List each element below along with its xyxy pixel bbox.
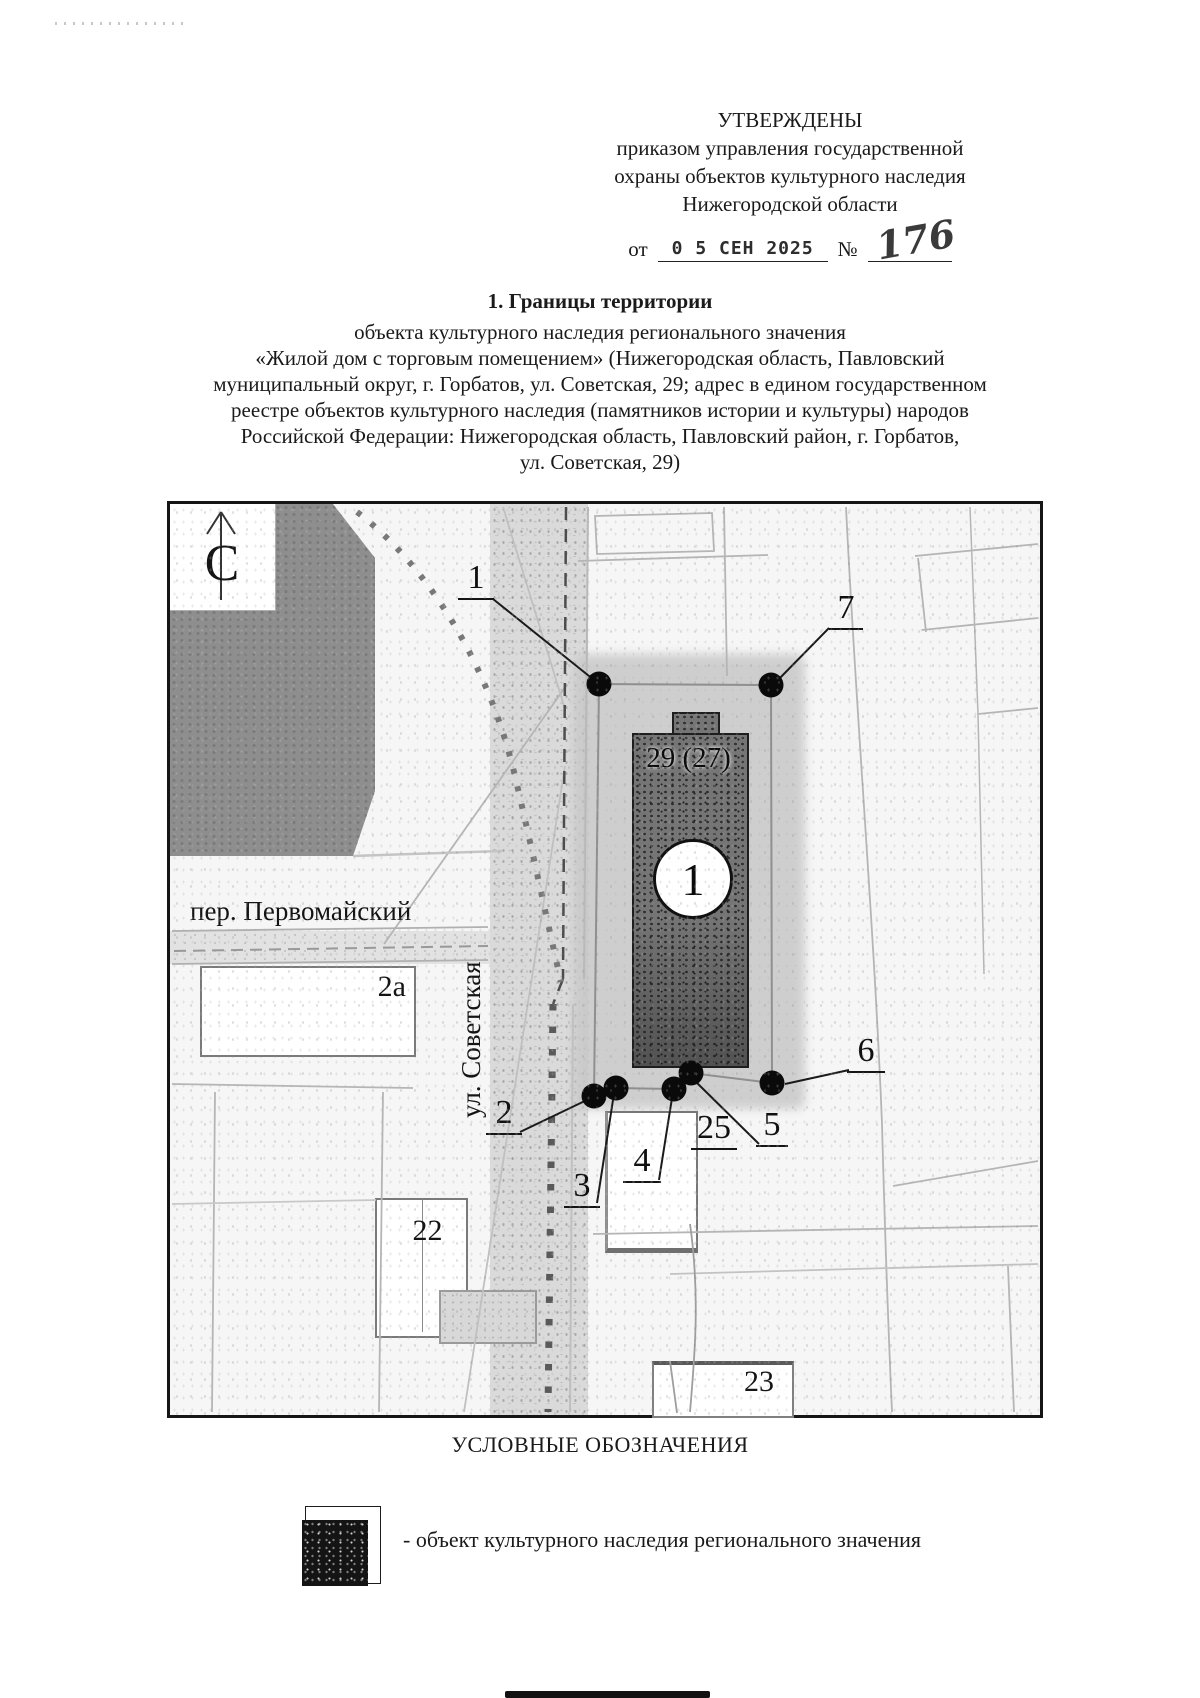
scan-artifact-bar bbox=[505, 1691, 710, 1698]
house-number-22: 22 bbox=[412, 1214, 443, 1247]
approved-by-line2: охраны объектов культурного наследия bbox=[614, 164, 966, 188]
title-line2: объекта культурного наследия регионально… bbox=[354, 320, 846, 344]
street-label-sovetskaya: ул. Советская bbox=[456, 961, 486, 1118]
legend-swatch-fill bbox=[302, 1520, 368, 1586]
title-line4: муниципальный округ, г. Горбатов, ул. Со… bbox=[213, 372, 987, 396]
document-title: 1. Границы территории объекта культурног… bbox=[125, 288, 1075, 475]
legend-heading: УСЛОВНЫЕ ОБОЗНАЧЕНИЯ bbox=[451, 1432, 749, 1457]
order-number-underline: 176 bbox=[867, 210, 958, 269]
street-label-pervomaysky: пер. Первомайский bbox=[190, 896, 412, 926]
house-number-23: 23 bbox=[744, 1365, 774, 1398]
title-heading: 1. Границы территории bbox=[487, 289, 713, 313]
house-number-25: 25 bbox=[691, 1110, 737, 1150]
parcel-lines bbox=[171, 506, 1039, 1414]
compass-north-letter: С bbox=[204, 535, 240, 592]
scan-artifact-dots bbox=[55, 22, 185, 25]
approval-header: УТВЕРЖДЕНЫ приказом управления государст… bbox=[570, 106, 1010, 218]
small-structure bbox=[439, 1290, 537, 1344]
order-date-number-row: от 0 5 СЕН 2025 № 176 bbox=[570, 210, 1010, 269]
compass-box bbox=[170, 504, 276, 611]
date-stamp: 0 5 СЕН 2025 bbox=[657, 238, 828, 262]
boundary-point-label-6: 6 bbox=[847, 1033, 885, 1073]
legend-item-text: - объект культурного наследия региональн… bbox=[403, 1527, 922, 1552]
title-line6: Российской Федерации: Нижегородская обла… bbox=[240, 424, 960, 448]
legend-swatch bbox=[302, 1506, 381, 1586]
boundary-point-label-2: 2 bbox=[486, 1095, 522, 1135]
street-dash-lines bbox=[173, 506, 568, 1413]
heritage-building-number: 29 (27) bbox=[646, 742, 731, 774]
title-line7: ул. Советская, 29) bbox=[519, 450, 681, 474]
building-22-divider bbox=[422, 1200, 423, 1332]
callout-leader-lines bbox=[492, 598, 850, 1204]
boundary-point-label-5: 5 bbox=[756, 1107, 788, 1147]
boundary-point-label-3: 3 bbox=[564, 1168, 600, 1208]
object-index-circle: 1 bbox=[653, 839, 733, 919]
boundary-point-label-4: 4 bbox=[623, 1143, 661, 1183]
order-number-handwritten: 176 bbox=[872, 210, 959, 269]
map-linework bbox=[171, 506, 1039, 1414]
boundary-point-label-1: 1 bbox=[458, 560, 494, 600]
pervomaysky-road-band bbox=[170, 931, 490, 964]
from-label: от bbox=[628, 237, 648, 261]
title-line5: реестре объектов культурного наследия (п… bbox=[231, 398, 969, 422]
approved-by-line3: Нижегородской области bbox=[682, 192, 898, 216]
north-arrow-icon bbox=[206, 511, 236, 600]
boundary-point-dots bbox=[581, 671, 785, 1109]
territory-map: С 29 (27) 1 1 7 2 3 4 5 6 25 2а 22 23 пе… bbox=[167, 501, 1043, 1418]
house-number-2a: 2а bbox=[377, 970, 406, 1003]
approved-by-line1: приказом управления государственной bbox=[616, 136, 964, 160]
title-line3: «Жилой дом с торговым помещением» (Нижег… bbox=[255, 346, 945, 370]
building-2a bbox=[200, 966, 416, 1057]
number-sign: № bbox=[837, 237, 858, 261]
approved-label: УТВЕРЖДЕНЫ bbox=[717, 108, 863, 132]
boundary-point-label-7: 7 bbox=[829, 590, 863, 630]
